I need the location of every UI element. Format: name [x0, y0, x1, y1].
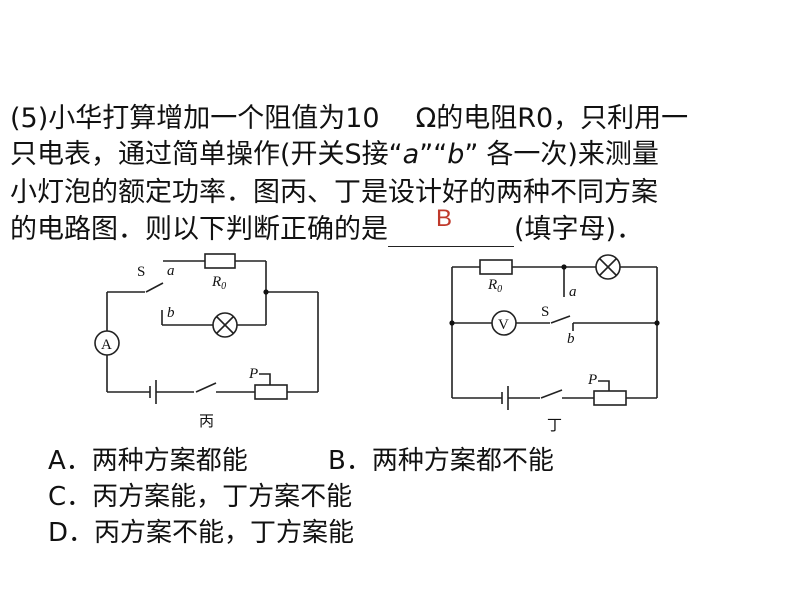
main-switch — [540, 389, 563, 399]
option-d[interactable]: D．丙方案不能，丁方案能 — [48, 518, 355, 548]
question-line-4: 的电路图．则以下判断正确的是 B (填字母)． — [10, 205, 644, 247]
question-text: 的电路图．则以下判断正确的是 — [10, 214, 388, 245]
question-text: 小灯泡的额定功率．图丙、丁是设计好的两种不同方案 — [10, 177, 658, 208]
caption-bing: 丙 — [199, 412, 214, 430]
terminal-a-text: a — [402, 139, 420, 170]
answer-blank[interactable]: B — [388, 205, 514, 247]
lamp-cross — [215, 315, 235, 335]
question-text: Ω的电阻R0，只利用一 — [415, 103, 689, 134]
switch-s — [145, 282, 164, 293]
switch-s — [550, 315, 571, 324]
question-text: (5)小华打算增加一个阻值为10 — [10, 103, 380, 134]
slider-label: P — [587, 372, 597, 388]
circuit-ding-nodes — [449, 264, 660, 326]
terminal-b-label: b — [567, 331, 575, 347]
quote-mark: ” — [464, 139, 479, 170]
option-c[interactable]: C．丙方案能，丁方案不能 — [48, 482, 353, 512]
voltmeter-label: V — [498, 317, 509, 333]
question-line-2: 只电表，通过简单操作(开关S接“a”“b”各一次)来测量 — [10, 138, 659, 172]
circuit-ding — [451, 254, 658, 410]
caption-ding: 丁 — [547, 416, 562, 434]
option-a[interactable]: A．两种方案都能 — [48, 446, 248, 476]
circuit-bing-nodes — [263, 289, 269, 295]
terminal-b-text: b — [447, 139, 465, 170]
switch-label: S — [137, 264, 145, 280]
quote-mark: ”“ — [419, 139, 448, 170]
rheostat — [254, 384, 288, 400]
switch-label: S — [541, 304, 549, 320]
junction-dot — [263, 289, 269, 295]
rheostat — [593, 390, 627, 406]
question-line-1: (5)小华打算增加一个阻值为10 Ω的电阻R0，只利用一 — [10, 102, 688, 136]
main-switch — [195, 382, 217, 393]
circuit-bing — [94, 253, 319, 404]
question-line-3: 小灯泡的额定功率．图丙、丁是设计好的两种不同方案 — [10, 176, 658, 210]
ammeter-label: A — [101, 337, 112, 353]
terminal-a-label: a — [569, 284, 577, 300]
terminal-a-label: a — [167, 263, 175, 279]
resistor-r0 — [479, 259, 513, 275]
junction-dot — [449, 320, 455, 326]
resistor-label: R0 — [487, 277, 502, 295]
question-text: (填字母)． — [514, 214, 644, 245]
rheostat-slider — [259, 373, 271, 385]
terminal-b-label: b — [167, 305, 175, 321]
question-text: 各一次)来测量 — [486, 139, 659, 170]
question-text: 只电表，通过简单操作(开关S接 — [10, 139, 389, 170]
lamp-cross — [598, 257, 618, 277]
junction-dot — [654, 320, 660, 326]
junction-dot — [561, 264, 567, 270]
resistor-r0 — [204, 253, 236, 269]
option-b[interactable]: B．两种方案都不能 — [328, 446, 554, 476]
slider-label: P — [248, 366, 258, 382]
resistor-label: R0 — [211, 274, 226, 292]
rheostat-slider — [598, 380, 610, 391]
quote-mark: “ — [388, 139, 403, 170]
answer-text: B — [436, 205, 453, 232]
